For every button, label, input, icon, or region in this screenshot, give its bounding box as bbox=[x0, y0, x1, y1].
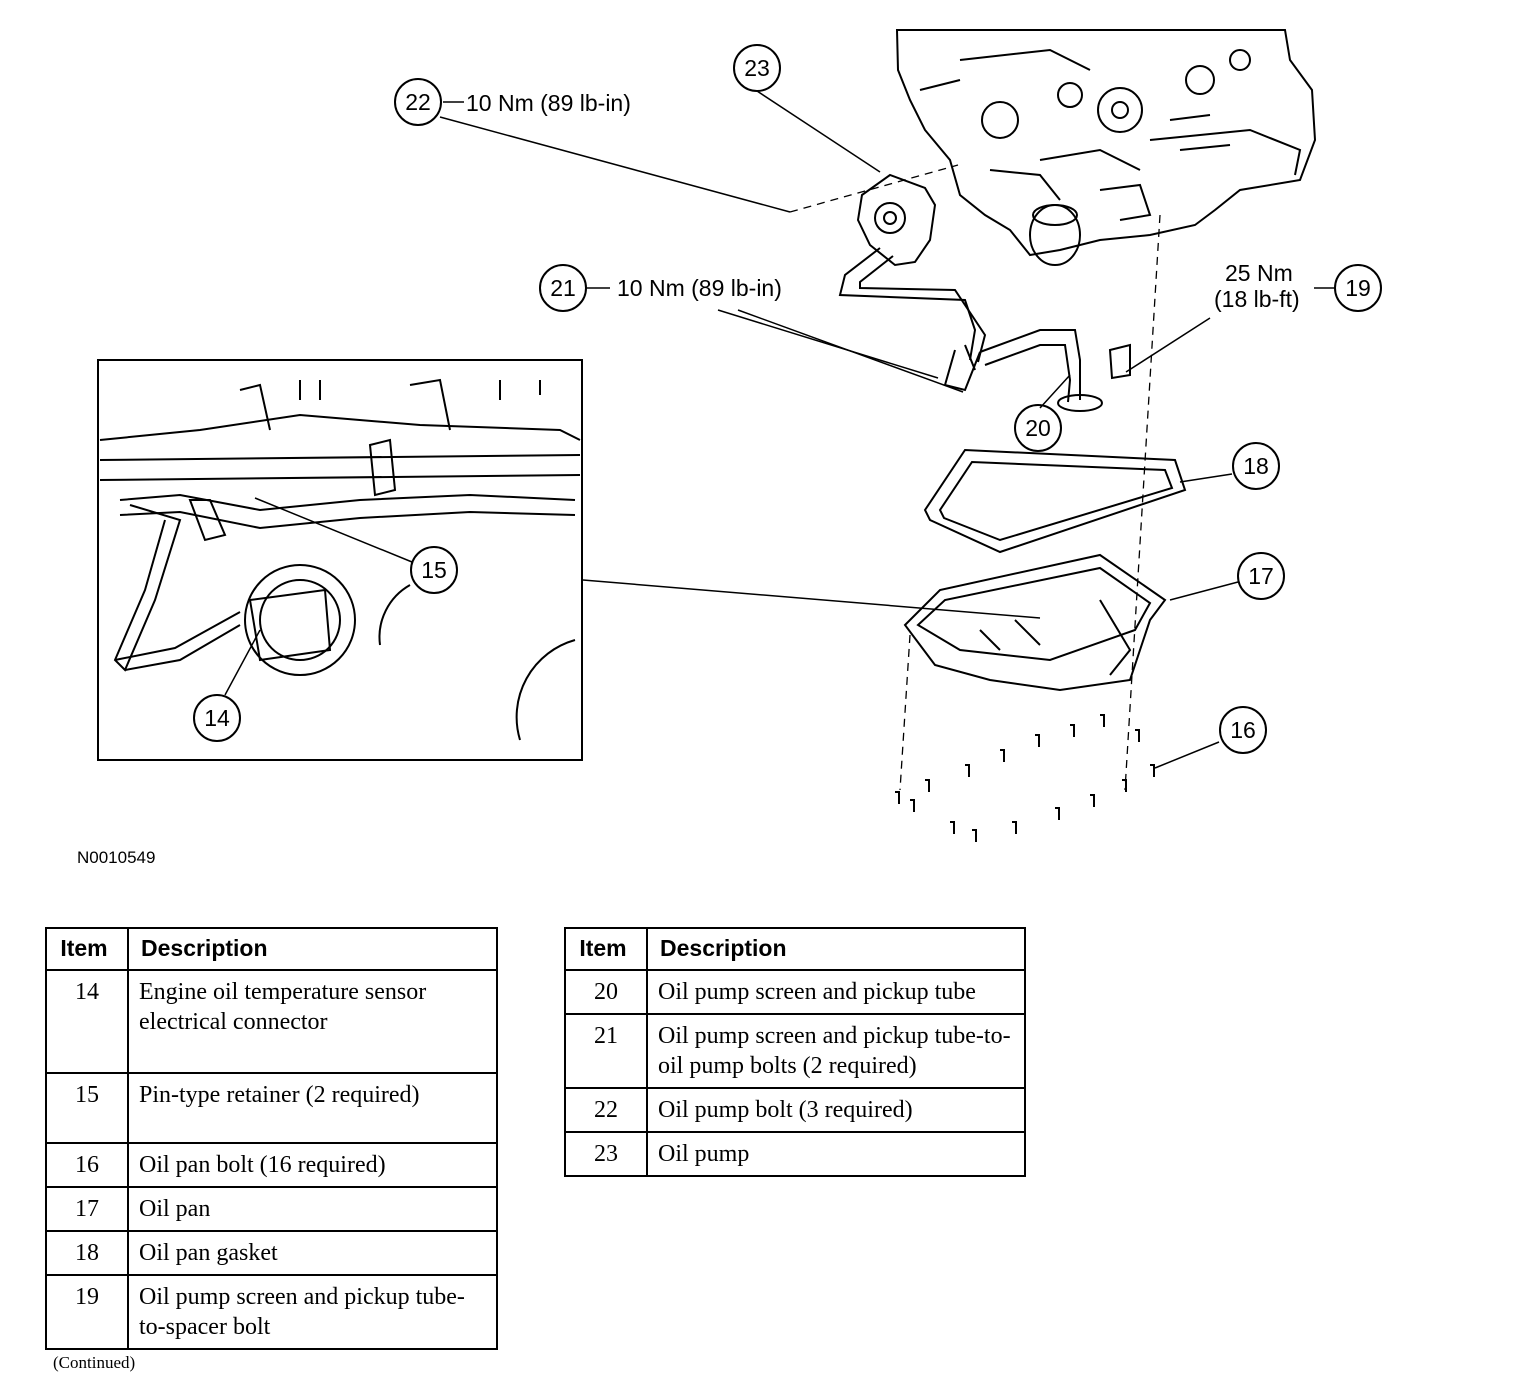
torque-spec-19-lbft: (18 lb-ft) bbox=[1214, 286, 1300, 312]
item-number: 16 bbox=[45, 1142, 129, 1188]
item-description: Oil pump bolt (3 required) bbox=[646, 1087, 1026, 1133]
leader-lines bbox=[224, 90, 1335, 769]
table-row: 18 Oil pan gasket bbox=[45, 1230, 498, 1276]
item-number: 17 bbox=[45, 1186, 129, 1232]
legend-table-left: Item Description 14 Engine oil temperatu… bbox=[45, 927, 498, 1350]
table-row: 19 Oil pump screen and pickup tube-to-sp… bbox=[45, 1274, 498, 1350]
oil-pan-gasket-part bbox=[923, 448, 1187, 554]
table-row: 20 Oil pump screen and pickup tube bbox=[564, 969, 1026, 1015]
continued-note: (Continued) bbox=[53, 1353, 136, 1372]
table-row: 22 Oil pump bolt (3 required) bbox=[564, 1087, 1026, 1133]
torque-spec-22: 10 Nm (89 lb-in) bbox=[466, 90, 631, 116]
table-row: 16 Oil pan bolt (16 required) bbox=[45, 1142, 498, 1188]
item-number: 20 bbox=[564, 969, 648, 1015]
callout-circle-20 bbox=[1014, 404, 1062, 452]
table-row: 14 Engine oil temperature sensor electri… bbox=[45, 969, 498, 1074]
item-number: 14 bbox=[45, 969, 129, 1074]
item-description: Oil pan bolt (16 required) bbox=[127, 1142, 498, 1188]
table-row: 17 Oil pan bbox=[45, 1186, 498, 1232]
callout-14: 14 bbox=[204, 705, 230, 731]
table-row: 21 Oil pump screen and pickup tube-to-oi… bbox=[564, 1013, 1026, 1089]
item-number: 21 bbox=[564, 1013, 648, 1089]
callout-circle-16 bbox=[1219, 706, 1267, 754]
item-number: 19 bbox=[45, 1274, 129, 1350]
callout-20: 20 bbox=[1025, 415, 1051, 441]
callout-23: 23 bbox=[744, 55, 770, 81]
pickup-tube-part bbox=[838, 247, 1131, 412]
item-description: Oil pan gasket bbox=[127, 1230, 498, 1276]
callout-15: 15 bbox=[421, 557, 447, 583]
item-description: Oil pump screen and pickup tube-to-oil p… bbox=[646, 1013, 1026, 1089]
table-row: 15 Pin-type retainer (2 required) bbox=[45, 1072, 498, 1144]
item-description: Pin-type retainer (2 required) bbox=[127, 1072, 498, 1144]
callout-22: 22 bbox=[405, 89, 431, 115]
oil-pump-part bbox=[856, 173, 937, 267]
item-number: 18 bbox=[45, 1230, 129, 1276]
callout-circle-19 bbox=[1334, 264, 1382, 312]
exploded-diagram: 22 23 21 19 20 18 17 16 15 14 10 Nm (89 … bbox=[97, 29, 1382, 842]
callout-17: 17 bbox=[1248, 563, 1274, 589]
assembly-lines bbox=[789, 164, 1161, 791]
header-item: Item bbox=[45, 927, 129, 971]
item-description: Oil pan bbox=[127, 1186, 498, 1232]
callout-circle-14 bbox=[193, 694, 241, 742]
header-description: Description bbox=[646, 927, 1026, 971]
callout-18: 18 bbox=[1243, 453, 1269, 479]
callout-19: 19 bbox=[1345, 275, 1371, 301]
item-description: Oil pump bbox=[646, 1131, 1026, 1177]
detail-inset-frame bbox=[97, 359, 583, 761]
callout-circle-17 bbox=[1237, 552, 1285, 600]
figure-id: N0010549 bbox=[77, 848, 156, 867]
item-number: 23 bbox=[564, 1131, 648, 1177]
callout-circle-23 bbox=[733, 44, 781, 92]
callout-circles bbox=[193, 44, 1382, 754]
header-item: Item bbox=[564, 927, 648, 971]
torque-spec-19-nm: 25 Nm bbox=[1225, 260, 1293, 286]
item-number: 15 bbox=[45, 1072, 129, 1144]
legend-table-right: Item Description 20 Oil pump screen and … bbox=[564, 927, 1026, 1177]
callout-circle-21 bbox=[539, 264, 587, 312]
callout-circle-18 bbox=[1232, 442, 1280, 490]
item-description: Oil pump screen and pickup tube bbox=[646, 969, 1026, 1015]
oil-pan-bolts bbox=[895, 714, 1155, 842]
torque-spec-21: 10 Nm (89 lb-in) bbox=[617, 275, 782, 301]
table-row: 23 Oil pump bbox=[564, 1131, 1026, 1177]
engine-block bbox=[895, 29, 1317, 266]
detail-inset-artwork bbox=[99, 378, 581, 741]
callout-circle-15 bbox=[410, 546, 458, 594]
header-description: Description bbox=[127, 927, 498, 971]
item-description: Oil pump screen and pickup tube-to-space… bbox=[127, 1274, 498, 1350]
oil-pan-part bbox=[903, 553, 1167, 692]
item-description: Engine oil temperature sensor electrical… bbox=[127, 969, 498, 1074]
callout-21: 21 bbox=[550, 275, 576, 301]
item-number: 22 bbox=[564, 1087, 648, 1133]
callout-circle-22 bbox=[394, 78, 442, 126]
callout-16: 16 bbox=[1230, 717, 1256, 743]
